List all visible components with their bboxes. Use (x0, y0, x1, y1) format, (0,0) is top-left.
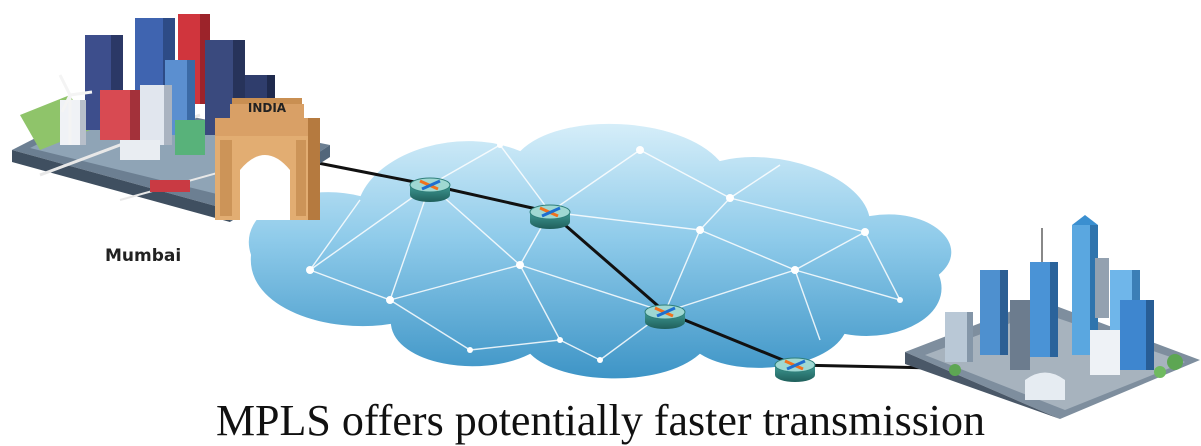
india-gate-icon: INDIA (215, 98, 320, 220)
network-cloud (246, 121, 954, 381)
mpls-router-icon (784, 359, 806, 371)
link-router4-city (794, 363, 936, 370)
link-router3-router4 (664, 310, 796, 367)
mpls-path (317, 161, 936, 370)
mpls-router-icon (419, 179, 441, 191)
cloud-nodes (306, 142, 903, 363)
router-4 (774, 357, 816, 382)
router-2 (529, 204, 571, 229)
mpls-router-icon (654, 306, 676, 318)
link-router2-router3 (549, 210, 666, 314)
router-3 (644, 304, 686, 329)
link-mumbai-router1 (317, 161, 431, 187)
mumbai-label: Mumbai (105, 246, 182, 266)
mpls-network-diagram: INDIA (12, 14, 1200, 419)
destination-city-icon (905, 215, 1200, 419)
mpls-router-icon (539, 206, 561, 218)
cloud-mesh (309, 144, 901, 361)
router-1 (409, 177, 451, 202)
slide-caption: MPLS offers potentially faster transmiss… (215, 396, 986, 445)
monument-sign: INDIA (248, 101, 287, 115)
